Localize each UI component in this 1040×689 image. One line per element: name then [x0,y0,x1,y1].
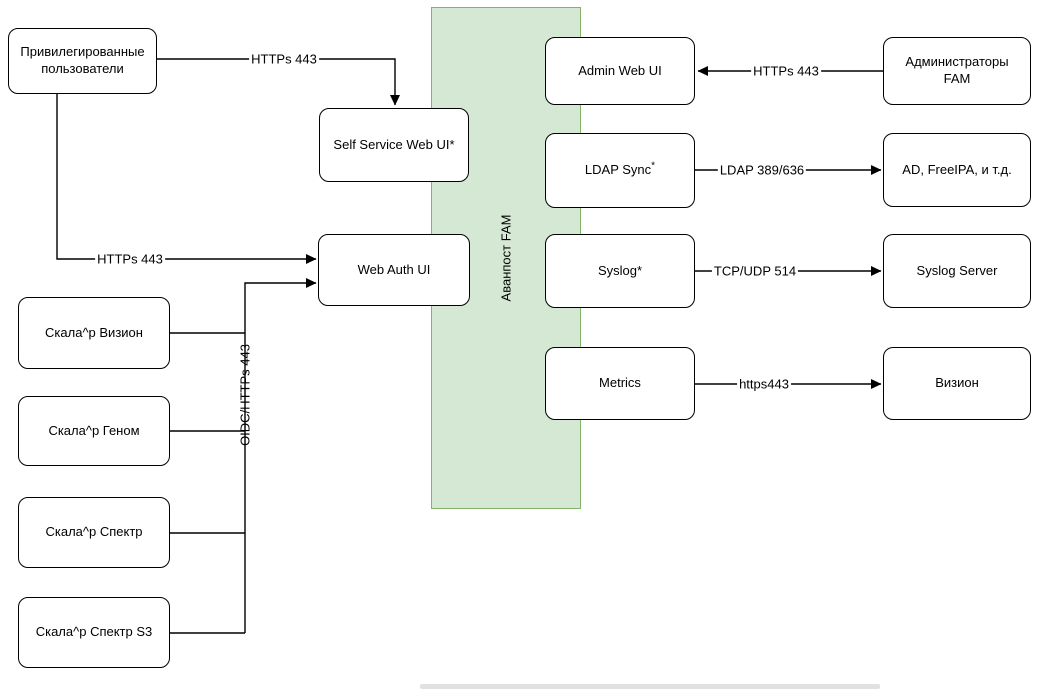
node-ldap-sync-label: LDAP Sync* [584,160,656,178]
horizontal-scrollbar[interactable] [420,684,880,689]
node-metrics-label: Metrics [599,375,641,391]
edge-skala-trunk-to-web-auth[interactable] [244,278,317,633]
node-metrics[interactable]: Metrics [545,347,695,420]
node-web-auth-ui-label: Web Auth UI [357,261,431,277]
node-privileged-users-label: Привилегированные пользователи [20,44,145,76]
node-skala-spektr-label: Скала^р Спектр [45,524,143,540]
edge-label-metrics-to-vizion[interactable]: https443 [737,376,791,392]
edge-label-ldap-sync-to-ad[interactable]: LDAP 389/636 [717,162,807,178]
node-admin-web-ui-label: Admin Web UI [578,62,662,78]
node-skala-spektr-s3[interactable]: Скала^р Спектр S3 [18,597,170,668]
node-syslog[interactable]: Syslog* [545,234,695,308]
edge-label-admins-to-admin-web-ui[interactable]: HTTPs 443 [751,63,821,79]
node-syslog-label: Syslog* [597,262,643,278]
node-skala-vizion[interactable]: Скала^р Визион [18,297,170,369]
ldap-sync-asterisk: * [651,160,656,172]
edge-label-syslog-to-server[interactable]: TCP/UDP 514 [711,263,799,279]
node-ad-freeipa-label: AD, FreeIPA, и т.д. [902,161,1012,177]
node-vizion[interactable]: Визион [883,347,1031,420]
edge-label-privileged-to-self-service[interactable]: HTTPs 443 [249,51,319,67]
node-admin-web-ui[interactable]: Admin Web UI [545,37,695,105]
node-syslog-server[interactable]: Syslog Server [883,234,1031,308]
node-self-service-web-ui-label: Self Service Web UI* [333,136,455,152]
node-skala-genom-label: Скала^р Геном [48,422,140,438]
node-fam-admins[interactable]: Администраторы FAM [883,37,1031,105]
node-skala-genom[interactable]: Скала^р Геном [18,396,170,466]
node-privileged-users[interactable]: Привилегированные пользователи [8,28,157,94]
node-ldap-sync[interactable]: LDAP Sync* [545,133,695,208]
node-self-service-web-ui[interactable]: Self Service Web UI* [319,108,469,182]
node-skala-spektr[interactable]: Скала^р Спектр [18,497,170,568]
edge-privileged-to-web-auth[interactable] [56,94,317,264]
node-ad-freeipa[interactable]: AD, FreeIPA, и т.д. [883,133,1031,207]
edge-label-privileged-to-web-auth[interactable]: HTTPs 443 [95,251,165,267]
node-fam-admins-label: Администраторы FAM [905,54,1009,86]
node-skala-vizion-label: Скала^р Визион [45,324,143,340]
edge-label-skala-to-web-auth[interactable]: OIDC/HTTPs 443 [237,344,253,446]
node-skala-spektr-s3-label: Скала^р Спектр S3 [35,624,153,640]
node-syslog-server-label: Syslog Server [916,262,998,278]
node-web-auth-ui[interactable]: Web Auth UI [318,234,470,306]
node-vizion-label: Визион [935,375,979,391]
edge-privileged-to-self-service[interactable] [157,58,400,106]
